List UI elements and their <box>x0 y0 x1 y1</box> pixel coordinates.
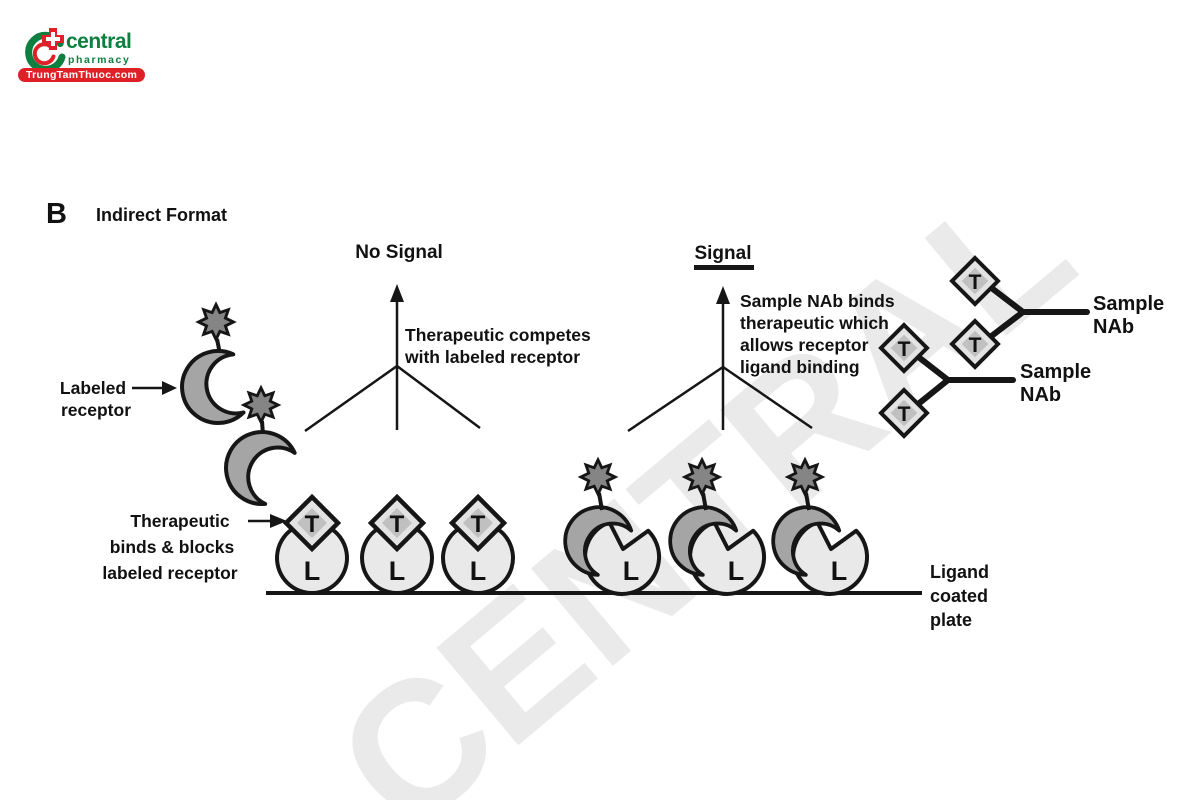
therapeutic-letter: T <box>969 334 982 357</box>
bound-ligand-unit-3: L <box>757 458 870 596</box>
label-stem <box>701 492 708 511</box>
plate-label-line3: plate <box>930 610 972 630</box>
therapeutic-label-line3: labeled receptor <box>102 563 237 583</box>
receptor-crescent-icon <box>174 345 247 431</box>
bound-ligand-unit-2: L <box>654 458 767 596</box>
therapeutic-arrowhead <box>270 514 287 528</box>
label-stem <box>597 492 604 511</box>
labeled-receptor-label-line2: receptor <box>61 400 131 420</box>
therapeutic-letter: T <box>305 511 320 538</box>
signal-arrow <box>627 300 813 433</box>
sample-nab-label-line1: Sample <box>1020 361 1091 383</box>
brand-logo: central pharmacy TrungTamThuoc.com <box>14 14 194 94</box>
therapeutic-letter: T <box>898 403 911 426</box>
labeled-receptor-arrowhead <box>162 381 177 395</box>
blocked-ligand-unit-3: T L <box>441 497 515 596</box>
brand-plus-icon <box>42 28 64 50</box>
no-signal-caption-line1: Therapeutic competes <box>405 325 591 345</box>
brand-c-icon <box>25 28 66 72</box>
radiolabel-star-icon <box>786 458 824 496</box>
plate-label-line2: coated <box>930 586 988 606</box>
brand-c-inner-arc <box>32 42 56 66</box>
signal-caption-line2: therapeutic which <box>740 313 889 333</box>
therapeutic-letter: T <box>898 338 911 361</box>
signal-caption-line4: ligand binding <box>740 357 860 377</box>
no-signal-label: No Signal <box>355 242 443 263</box>
blocked-ligand-unit-1: T L <box>275 497 349 596</box>
therapeutic-letter: T <box>390 511 405 538</box>
label-stem <box>804 492 811 511</box>
signal-label: Signal <box>694 243 751 264</box>
plate-label-line1: Ligand <box>930 562 989 582</box>
ligand-letter: L <box>728 556 745 586</box>
blocked-ligand-unit-2: T L <box>360 497 434 596</box>
ligand-letter: L <box>470 556 487 586</box>
panel-title: Indirect Format <box>96 205 228 225</box>
radiolabel-star-icon <box>579 458 617 496</box>
signal-underline <box>694 265 754 270</box>
sample-nab-label-line1: Sample <box>1093 293 1164 315</box>
therapeutic-label-line1: Therapeutic <box>130 511 229 531</box>
radiolabel-star-icon <box>683 458 721 496</box>
ligand-letter: L <box>623 556 640 586</box>
no-signal-arrow <box>304 298 481 433</box>
bound-ligand-unit-1: L <box>549 458 662 596</box>
brand-subtitle: pharmacy <box>68 54 131 66</box>
ligand-letter: L <box>831 556 848 586</box>
brand-banner: TrungTamThuoc.com <box>18 68 146 82</box>
no-signal-arrowhead <box>390 284 404 302</box>
therapeutic-letter: T <box>969 271 982 294</box>
radiolabel-star-icon <box>242 386 280 424</box>
radiolabel-star-icon <box>197 303 235 341</box>
sample-nab-label-line2: NAb <box>1093 316 1134 338</box>
labeled-receptor-unit-1 <box>174 303 247 431</box>
ligand-letter: L <box>304 556 321 586</box>
sample-nab-lower: T T Sample NAb <box>878 322 1091 439</box>
labeled-receptor-label-line1: Labeled <box>60 378 126 398</box>
ligand-letter: L <box>389 556 406 586</box>
sample-nab-upper: T T Sample NAb <box>949 255 1164 370</box>
receptor-crescent-icon <box>210 416 300 512</box>
therapeutic-letter: T <box>471 511 486 538</box>
signal-caption-line1: Sample NAb binds <box>740 291 895 311</box>
no-signal-caption-line2: with labeled receptor <box>404 347 580 367</box>
signal-caption-line3: allows receptor <box>740 335 869 355</box>
labeled-receptor-unit-2 <box>210 386 300 512</box>
therapeutic-label-line2: binds & blocks <box>110 537 235 557</box>
sample-nab-label-line2: NAb <box>1020 384 1061 406</box>
signal-arrowhead <box>716 286 730 304</box>
brand-name: central <box>66 30 132 53</box>
panel-letter: B <box>46 198 67 230</box>
